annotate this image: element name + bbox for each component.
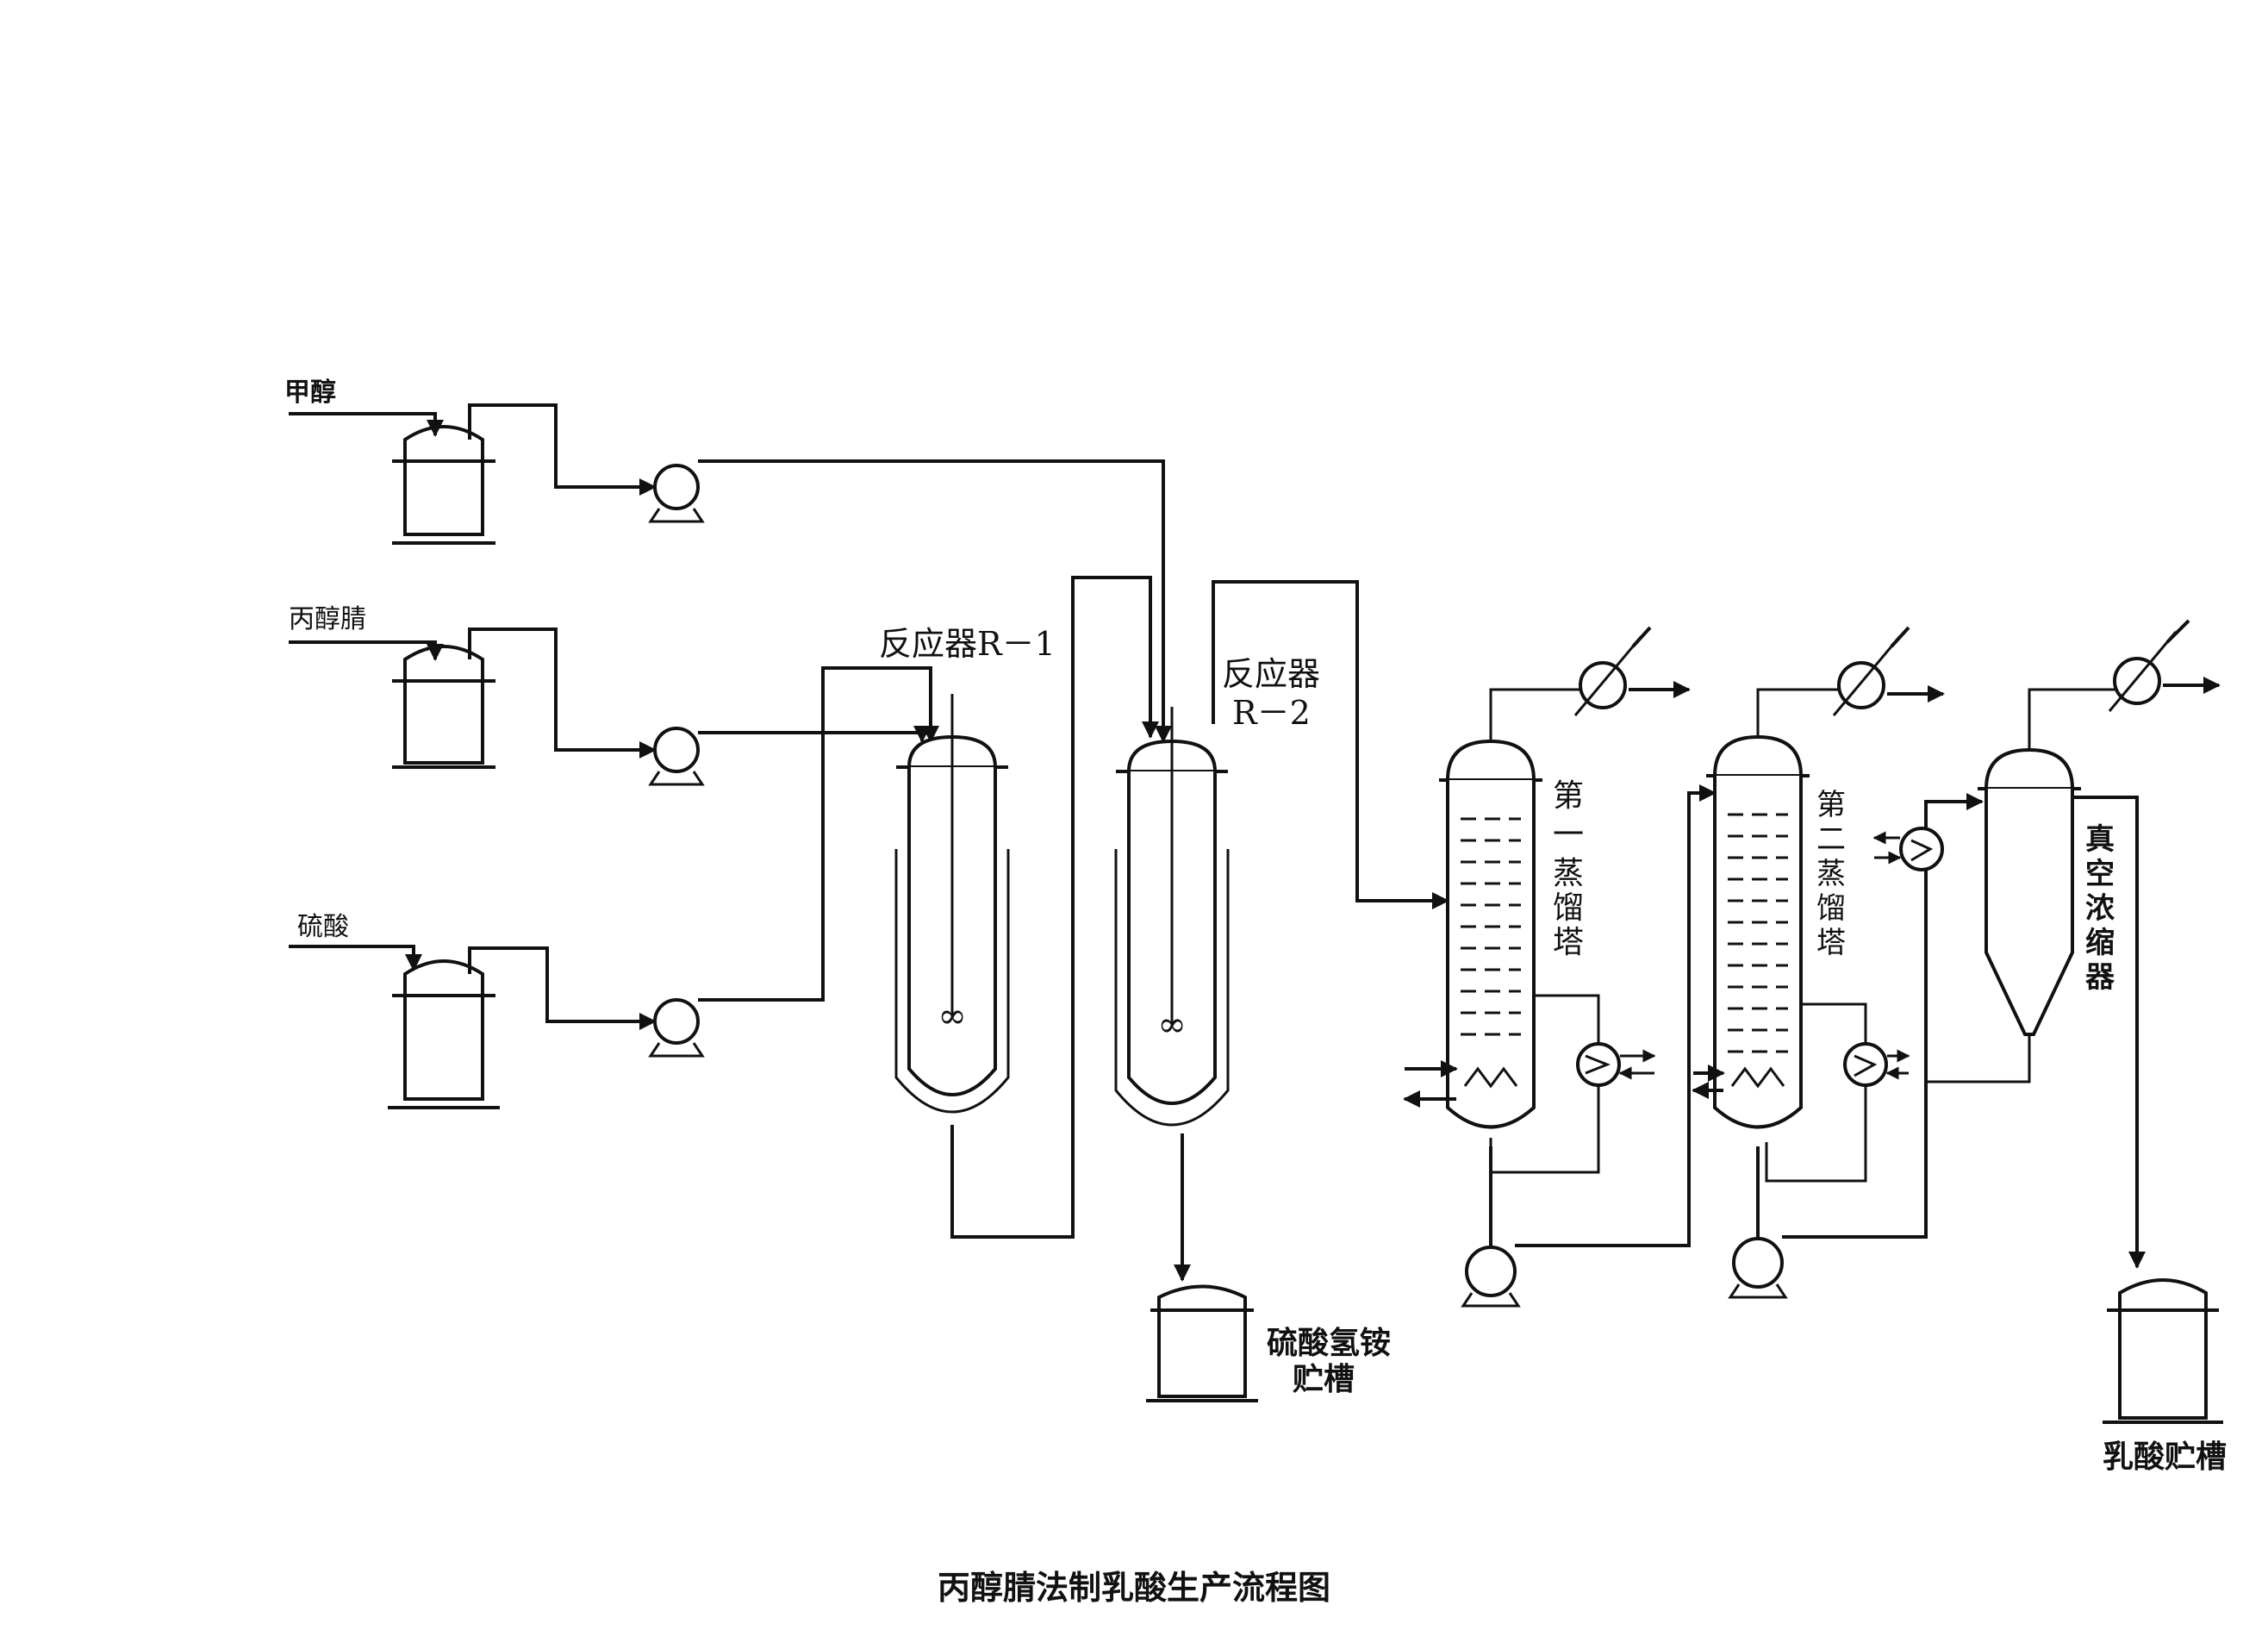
sulfuric-acid-feed-tank <box>388 959 500 1109</box>
r2-to-column1-line <box>1212 580 1449 909</box>
reactor-r2: ∞ <box>1114 707 1230 1127</box>
methanol-inlet-line <box>289 412 444 437</box>
second-distillation-column <box>1692 734 1810 1129</box>
methanol-label: 甲醇 <box>284 378 336 408</box>
column1-to-column2-line <box>1515 784 1717 1247</box>
column2-label-char: 馏 <box>1816 891 1846 926</box>
first-distillation-column <box>1403 739 1542 1129</box>
r1-to-r2-line <box>950 576 1159 1239</box>
methanol-to-r2-line <box>698 459 1172 743</box>
acid-to-pump-line <box>468 946 657 1030</box>
column2-label: 第 二 蒸 馏 塔 <box>1816 788 1846 960</box>
ammonium-bisulfate-tank <box>1146 1284 1258 1402</box>
sulfuric-acid-inlet-line <box>289 945 422 971</box>
cyanohydrin-to-r1-line <box>698 726 931 743</box>
reactor-r1: ∞ <box>894 694 1010 1114</box>
column2-reboiler-loop <box>1801 1002 1867 1043</box>
cyanohydrin-pump <box>648 727 705 786</box>
column2-label-char: 蒸 <box>1816 857 1846 891</box>
column2-overhead-line <box>1756 688 1840 737</box>
concentrator-label-char: 缩 <box>2085 926 2115 960</box>
column1-condenser <box>1573 626 1691 716</box>
methanol-feed-tank <box>392 425 495 545</box>
cyanohydrin-to-pump-line <box>468 628 657 759</box>
concentrator-label-char: 真 <box>2085 822 2115 857</box>
sulfuric-acid-label: 硫酸 <box>297 912 349 942</box>
column2-to-concentrator-line <box>1782 793 1984 1239</box>
column1-label-char: 蒸 <box>1553 856 1584 891</box>
column2-bottoms-pump <box>1728 1237 1788 1299</box>
concentrator-condenser <box>2108 619 2221 712</box>
column1-label-char: 第 <box>1553 778 1584 814</box>
reactor-r2-label-line2: R－2 <box>1232 694 1311 732</box>
column2-condenser <box>1832 626 1945 716</box>
figure-caption: 丙醇腈法制乳酸生产流程图 <box>938 1568 1330 1607</box>
column1-reboiler-loop <box>1534 994 1600 1043</box>
concentrator-label-char: 空 <box>2085 857 2115 891</box>
lactic-acid-tank <box>2103 1278 2223 1424</box>
vacuum-concentrator <box>1978 747 2081 1036</box>
column1-bottoms-pump <box>1461 1246 1521 1308</box>
column2-reboiler-return <box>1765 1086 1867 1183</box>
concentrator-label: 真 空 浓 缩 器 <box>2085 822 2115 995</box>
column1-label-char: 塔 <box>1553 925 1584 960</box>
lactic-tank-label: 乳酸贮槽 <box>2103 1439 2227 1475</box>
methanol-to-pump-line <box>468 403 657 496</box>
column2-reboiler <box>1843 1042 1910 1087</box>
reactor-r1-label: 反应器R－1 <box>879 625 1056 663</box>
column1-label: 第 一 蒸 馏 塔 <box>1553 778 1584 960</box>
concentrator-preheater <box>1872 827 1944 871</box>
concentrator-bottoms-line <box>1926 1034 2031 1083</box>
column2-label-char: 第 <box>1816 788 1846 822</box>
concentrator-to-lactic-tank-line <box>2072 796 2146 1269</box>
svg-text:∞: ∞ <box>1157 1005 1186 1045</box>
methanol-pump <box>648 464 705 523</box>
cyanohydrin-inlet-line <box>289 640 444 661</box>
cyanohydrin-feed-tank <box>392 645 495 769</box>
ammonium-tank-label-line2: 贮槽 <box>1293 1361 1355 1397</box>
concentrator-overhead-line <box>2028 688 2115 750</box>
concentrator-label-char: 浓 <box>2085 891 2115 926</box>
svg-text:∞: ∞ <box>938 996 966 1036</box>
sulfuric-acid-pump <box>648 998 705 1058</box>
cyanohydrin-label: 丙醇腈 <box>289 604 366 634</box>
column1-label-char: 馏 <box>1553 890 1584 926</box>
concentrator-label-char: 器 <box>2085 960 2115 995</box>
ammonium-tank-label-line1: 硫酸氢铵 <box>1267 1325 1391 1361</box>
column2-label-char: 二 <box>1816 822 1846 857</box>
column2-label-char: 塔 <box>1816 926 1846 960</box>
reactor-r2-label-line1: 反应器 <box>1222 655 1320 693</box>
column1-label-char: 一 <box>1553 817 1584 852</box>
acid-to-r1-line <box>698 666 939 1002</box>
column1-reboiler <box>1576 1042 1656 1087</box>
column1-overhead-line <box>1489 688 1581 741</box>
